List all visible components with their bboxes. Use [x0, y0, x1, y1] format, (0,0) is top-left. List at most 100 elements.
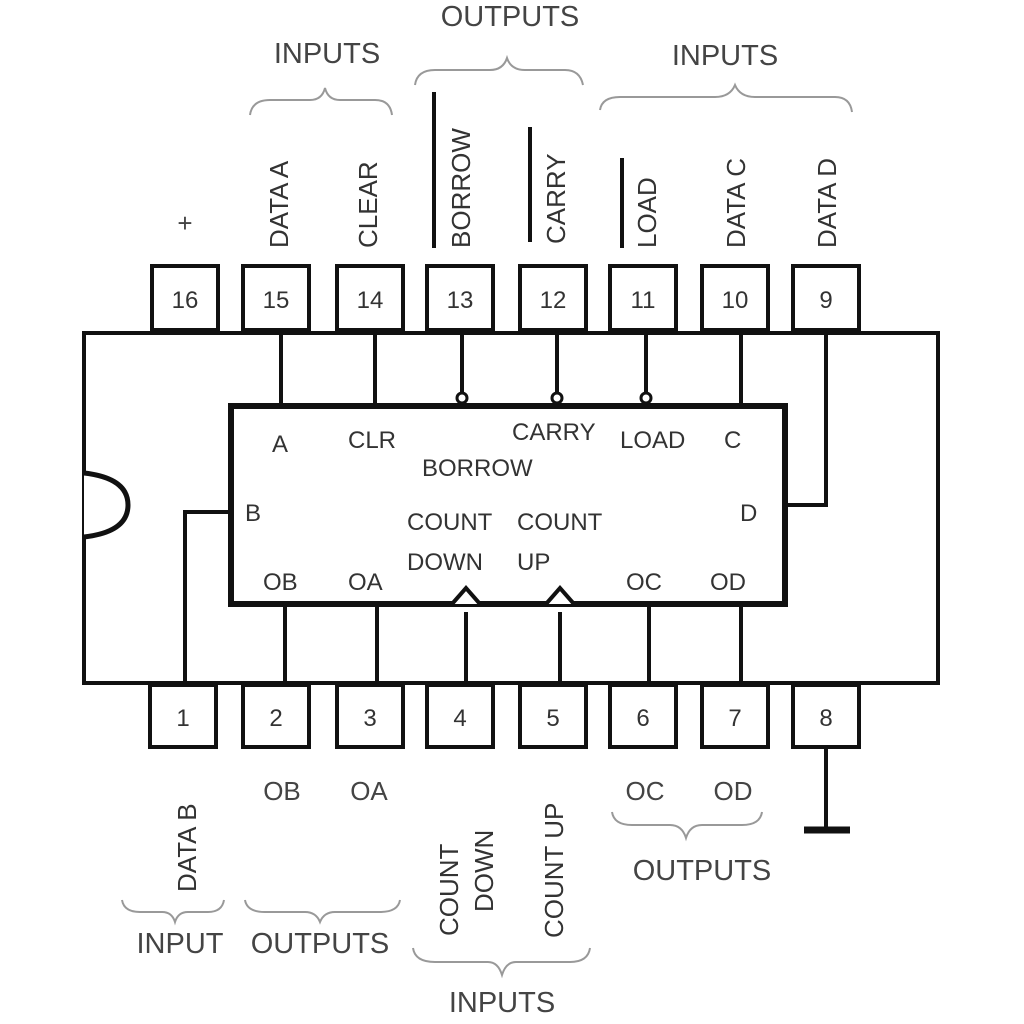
pin1-box — [148, 683, 218, 749]
pin5-number: 5 — [546, 705, 559, 732]
pin7-label: OD — [714, 776, 753, 806]
pin16-mark: + — [177, 208, 192, 238]
pin6-box — [608, 683, 678, 749]
pin12-label: CARRY — [541, 153, 571, 244]
pin12-box — [518, 264, 588, 332]
pin2-label: OB — [263, 776, 301, 806]
pin1-label: DATA B — [172, 803, 202, 892]
pin15-box — [241, 264, 311, 332]
pin7-number: 7 — [728, 705, 741, 732]
top-right-inputs-label: INPUTS — [672, 40, 778, 72]
pin5-label: COUNT UP — [539, 803, 569, 938]
pin9-label-group: DATA D — [812, 158, 842, 248]
inner-label-oc: OC — [626, 569, 662, 596]
pin10-number: 10 — [722, 287, 749, 314]
pin15-label: DATA A — [264, 160, 294, 248]
pin12-inversion-bubble — [550, 391, 564, 405]
inner-label-od: OD — [710, 569, 746, 596]
pin11-number: 11 — [631, 287, 656, 314]
inner-label-b: B — [245, 500, 261, 527]
bottom-right-outputs-brace — [611, 811, 763, 842]
inner-label-clr: CLR — [348, 427, 396, 454]
pin2-number: 2 — [269, 705, 282, 732]
top-left-inputs-label: INPUTS — [274, 38, 380, 70]
top-left-inputs-brace — [249, 87, 393, 116]
pin6-number: 6 — [636, 705, 649, 732]
pin4-label-group-2: DOWN — [469, 830, 499, 912]
pin8-number: 8 — [819, 705, 832, 732]
wire-pin9 — [785, 333, 828, 507]
inner-label-load: LOAD — [620, 427, 685, 454]
pin3-number: 3 — [363, 705, 376, 732]
pin4-box — [425, 683, 495, 749]
pin10-label: DATA C — [721, 158, 751, 248]
pin13-number: 13 — [447, 287, 474, 314]
inner-label-count-up-2: UP — [517, 549, 550, 576]
wire-pin1 — [183, 510, 231, 683]
count-up-clock-triangle — [544, 584, 576, 606]
pin15-label-group: DATA A — [264, 160, 294, 248]
inner-label-count-down-2: DOWN — [407, 549, 483, 576]
pin11-label: LOAD — [632, 177, 662, 248]
pin9-box — [791, 264, 861, 332]
inner-label-c: C — [724, 427, 741, 454]
inner-label-borrow: BORROW — [422, 455, 533, 482]
bottom-right-outputs-label: OUTPUTS — [633, 855, 772, 887]
pin12-label-group: CARRY — [541, 153, 571, 244]
pin4-number: 4 — [453, 705, 466, 732]
count-down-clock-triangle — [450, 584, 482, 606]
bottom-input-label: INPUT — [137, 928, 224, 960]
pin13-label: BORROW — [446, 128, 476, 248]
inner-label-count-down-1: COUNT — [407, 509, 493, 536]
pin4-label-group: COUNT — [434, 843, 464, 936]
pin14-box — [335, 264, 405, 332]
pin2-box — [241, 683, 311, 749]
top-pin-boxes: 16 15 14 13 12 11 10 9 — [150, 264, 861, 332]
top-outputs-brace — [414, 54, 584, 86]
bottom-inputs-label: INPUTS — [449, 987, 555, 1019]
pin14-label-group: CLEAR — [353, 161, 383, 248]
inner-label-d: D — [740, 500, 757, 527]
pin16-number: 16 — [172, 287, 199, 314]
pin14-number: 14 — [357, 287, 384, 314]
inner-label-carry: CARRY — [512, 419, 596, 446]
inner-counter-block — [228, 403, 788, 607]
pin5-label-group: COUNT UP — [539, 803, 569, 938]
bottom-left-outputs-label: OUTPUTS — [251, 928, 390, 960]
top-outputs-label: OUTPUTS — [441, 1, 580, 33]
pin13-box — [425, 264, 495, 332]
pin4-label-line2: DOWN — [469, 830, 499, 912]
pin14-label: CLEAR — [353, 161, 383, 248]
pin10-label-group: DATA C — [721, 158, 751, 248]
pin3-box — [335, 683, 405, 749]
pin11-label-group: LOAD — [632, 177, 662, 248]
pin3-label: OA — [350, 776, 388, 806]
pin12-number: 12 — [540, 287, 567, 314]
pin4-label-line1: COUNT — [434, 843, 464, 936]
bottom-wires — [183, 510, 743, 683]
pin1-number: 1 — [176, 705, 189, 732]
pin10-box — [700, 264, 770, 332]
inner-label-ob: OB — [263, 569, 298, 596]
pin7-box — [700, 683, 770, 749]
inner-label-oa: OA — [348, 569, 383, 596]
top-wires — [279, 333, 828, 507]
pin13-label-group: BORROW — [446, 128, 476, 248]
bottom-input-brace — [121, 899, 225, 926]
pin16-box — [150, 264, 220, 332]
pin1-label-group: DATA B — [172, 803, 202, 892]
inner-label-a: A — [272, 431, 288, 458]
pin11-box — [608, 264, 678, 332]
pin13-inversion-bubble — [455, 391, 469, 405]
pin9-number: 9 — [819, 287, 832, 314]
pin11-inversion-bubble — [639, 391, 653, 405]
bottom-inputs-brace — [412, 947, 591, 979]
pin15-number: 15 — [263, 287, 290, 314]
ic-notch — [83, 470, 131, 540]
pin6-label: OC — [626, 776, 665, 806]
bottom-left-outputs-brace — [244, 899, 401, 925]
top-right-inputs-brace — [599, 82, 853, 113]
pin5-box — [518, 683, 588, 749]
inner-labels: A CLR CARRY LOAD C BORROW B D COUNT DOWN… — [245, 419, 757, 596]
